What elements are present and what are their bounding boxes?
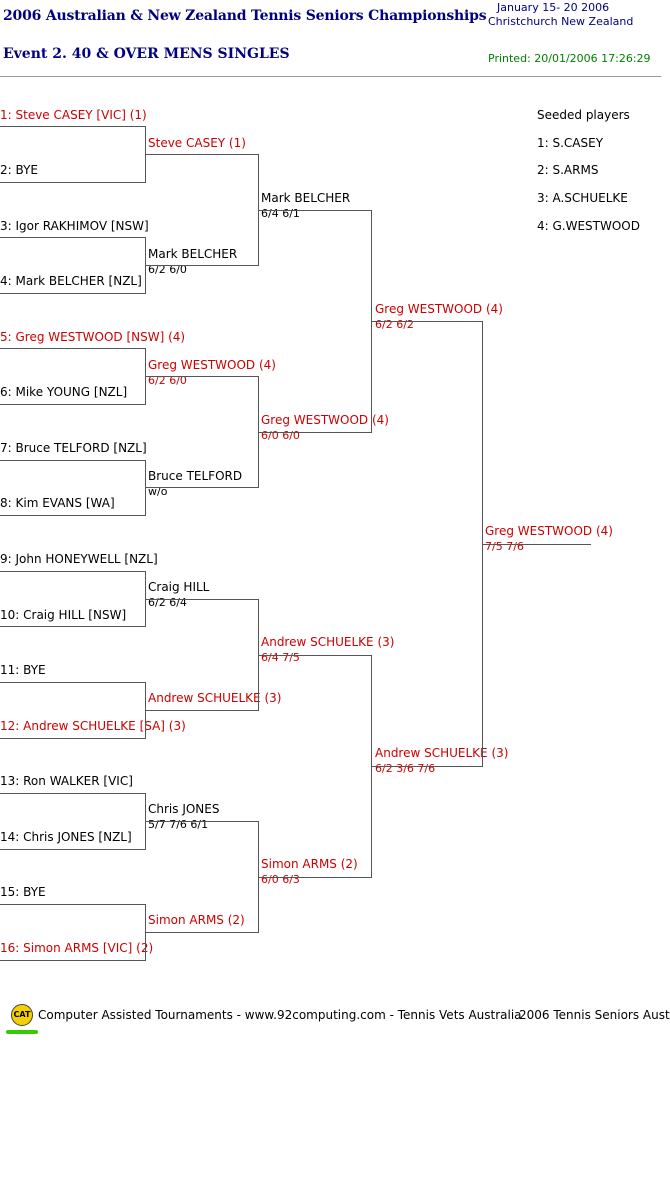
- bracket-vline: [145, 571, 146, 627]
- r2-winner-5: Craig HILL: [148, 580, 210, 594]
- seeded-title: Seeded players: [537, 108, 630, 122]
- entry-4: 4: Mark BELCHER [NZL]: [0, 274, 142, 288]
- header-divider: [0, 76, 661, 77]
- bracket-hline: [0, 904, 146, 905]
- cat-logo: CAT: [11, 1004, 33, 1026]
- seed-2: 2: S.ARMS: [537, 163, 599, 177]
- bracket-hline: [146, 487, 259, 488]
- entry-5: 5: Greg WESTWOOD [NSW] (4): [0, 330, 186, 344]
- seed-3: 3: A.SCHUELKE: [537, 191, 628, 205]
- bracket-hline: [259, 877, 372, 878]
- entry-8: 8: Kim EVANS [WA]: [0, 496, 115, 510]
- bracket-hline: [0, 849, 146, 850]
- bracket-hline: [146, 154, 259, 155]
- bracket-hline: [146, 710, 259, 711]
- bracket-hline: [259, 210, 372, 211]
- entry-16: 16: Simon ARMS [VIC] (2): [0, 941, 154, 955]
- r4-winner-2: Andrew SCHUELKE (3): [375, 746, 509, 760]
- entry-1: 1: Steve CASEY [VIC] (1): [0, 108, 147, 122]
- r3-winner-3: Andrew SCHUELKE (3): [261, 635, 395, 649]
- bracket-hline: [259, 655, 372, 656]
- bracket-hline: [0, 571, 146, 572]
- bracket-vline: [371, 655, 372, 878]
- r2-winner-3: Greg WESTWOOD (4): [148, 358, 276, 372]
- bracket-hline: [0, 738, 146, 739]
- entry-3: 3: Igor RAKHIMOV [NSW]: [0, 219, 149, 233]
- bracket-vline: [145, 126, 146, 183]
- bracket-vline: [145, 904, 146, 961]
- bracket-hline: [0, 960, 146, 961]
- tournament-location: Christchurch New Zealand: [488, 15, 634, 28]
- event-title: Event 2. 40 & OVER MENS SINGLES: [3, 46, 290, 62]
- r4-score-2: 6/2 3/6 7/6: [375, 762, 436, 775]
- bracket-hline: [0, 626, 146, 627]
- bracket-hline: [146, 376, 259, 377]
- bracket-vline: [258, 821, 259, 933]
- r3-score-3: 6/4 7/5: [261, 651, 300, 664]
- entry-13: 13: Ron WALKER [VIC]: [0, 774, 133, 788]
- bracket-hline: [146, 265, 259, 266]
- r3-score-4: 6/0 6/3: [261, 873, 300, 886]
- r2-winner-4: Bruce TELFORD: [148, 469, 243, 483]
- printed-timestamp: Printed: 20/01/2006 17:26:29: [488, 52, 651, 65]
- footer-text: Computer Assisted Tournaments - www.92co…: [38, 1008, 522, 1022]
- entry-7: 7: Bruce TELFORD [NZL]: [0, 441, 147, 455]
- r2-score-2: 6/2 6/0: [148, 263, 187, 276]
- bracket-hline: [259, 432, 372, 433]
- r3-winner-4: Simon ARMS (2): [261, 857, 358, 871]
- r2-winner-6: Andrew SCHUELKE (3): [148, 691, 282, 705]
- entry-9: 9: John HONEYWELL [NZL]: [0, 552, 158, 566]
- bracket-hline: [0, 460, 146, 461]
- entry-12: 12: Andrew SCHUELKE [SA] (3): [0, 719, 186, 733]
- seed-1: 1: S.CASEY: [537, 136, 604, 150]
- bracket-hline: [0, 237, 146, 238]
- bracket-vline: [145, 682, 146, 739]
- champion-name: Greg WESTWOOD (4): [485, 524, 613, 538]
- bracket-hline: [146, 599, 259, 600]
- bracket-vline: [145, 793, 146, 850]
- bracket-hline: [0, 126, 146, 127]
- bracket-hline: [0, 515, 146, 516]
- logo-underline: [6, 1030, 38, 1034]
- r2-score-3: 6/2 6/0: [148, 374, 187, 387]
- seed-4: 4: G.WESTWOOD: [537, 219, 640, 233]
- bracket-hline: [372, 321, 482, 322]
- entry-15: 15: BYE: [0, 885, 46, 899]
- bracket-vline: [145, 348, 146, 405]
- tournament-dates: January 15- 20 2006: [497, 1, 610, 14]
- bracket-vline: [258, 376, 259, 488]
- bracket-hline: [0, 682, 146, 683]
- bracket-vline: [258, 599, 259, 711]
- entry-2: 2: BYE: [0, 163, 38, 177]
- r3-winner-1: Mark BELCHER: [261, 191, 351, 205]
- entry-10: 10: Craig HILL [NSW]: [0, 608, 127, 622]
- r2-winner-8: Simon ARMS (2): [148, 913, 245, 927]
- footer-right: 2006 Tennis Seniors Aust: [519, 1008, 670, 1022]
- r3-winner-2: Greg WESTWOOD (4): [261, 413, 389, 427]
- r2-winner-7: Chris JONES: [148, 802, 220, 816]
- bracket-vline: [145, 460, 146, 516]
- bracket-hline: [483, 544, 591, 545]
- bracket-vline: [482, 321, 483, 767]
- bracket-hline: [146, 932, 259, 933]
- entry-6: 6: Mike YOUNG [NZL]: [0, 385, 128, 399]
- bracket-hline: [0, 182, 146, 183]
- bracket-vline: [258, 154, 259, 266]
- entry-11: 11: BYE: [0, 663, 46, 677]
- bracket-hline: [0, 793, 146, 794]
- bracket-hline: [372, 766, 482, 767]
- champion-score: 7/5 7/6: [485, 540, 524, 553]
- bracket-hline: [0, 404, 146, 405]
- bracket-hline: [146, 821, 259, 822]
- r4-winner-1: Greg WESTWOOD (4): [375, 302, 503, 316]
- r2-score-4: w/o: [148, 485, 168, 498]
- entry-14: 14: Chris JONES [NZL]: [0, 830, 132, 844]
- bracket-vline: [371, 210, 372, 433]
- bracket-hline: [0, 293, 146, 294]
- bracket-vline: [145, 237, 146, 294]
- r2-winner-1: Steve CASEY (1): [148, 136, 246, 150]
- bracket-hline: [0, 348, 146, 349]
- tournament-title: 2006 Australian & New Zealand Tennis Sen…: [3, 8, 487, 24]
- r2-winner-2: Mark BELCHER: [148, 247, 238, 261]
